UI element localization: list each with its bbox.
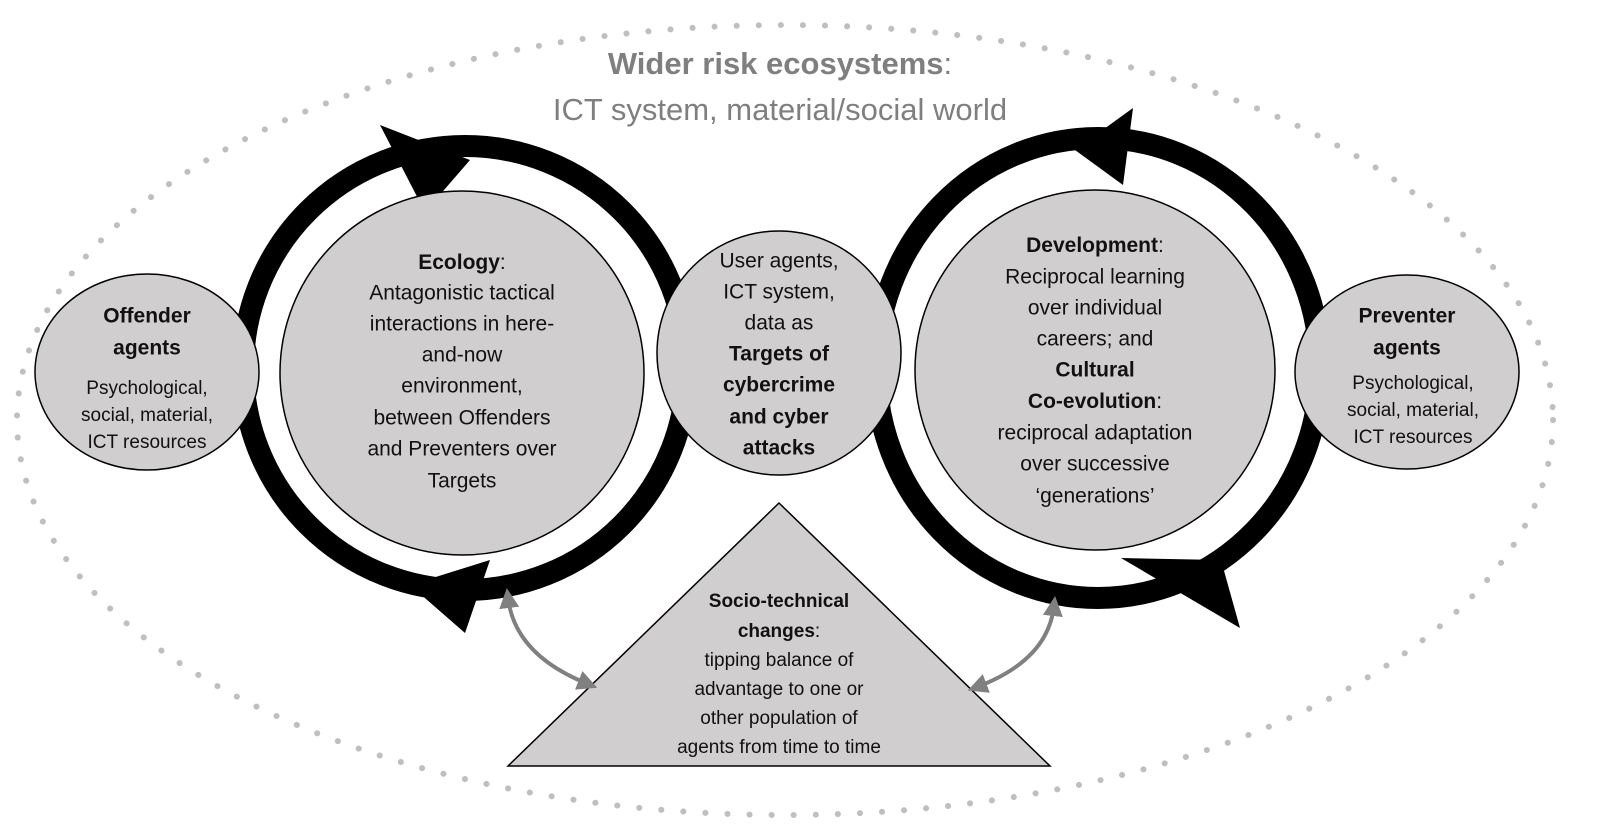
arrowhead-development-top	[1075, 108, 1133, 185]
offender-desc: ICT resources	[88, 432, 207, 453]
targets-desc: User agents,	[719, 250, 838, 273]
preventer-desc: ICT resources	[1354, 427, 1473, 448]
socio-desc: agents from time to time	[677, 737, 881, 758]
development-desc: Reciprocal learning	[1005, 266, 1185, 289]
arrowhead-ecology-top	[380, 125, 470, 212]
offender-title: agents	[113, 337, 181, 360]
offender-desc: Psychological,	[86, 378, 207, 399]
ecosystem-subtitle: ICT system, material/social world	[553, 92, 1007, 127]
socio-desc: other population of	[700, 708, 858, 729]
offender-agents-node	[34, 273, 260, 471]
wider-ecosystem-boundary	[14, 22, 1556, 818]
socio-desc: advantage to one or	[694, 679, 864, 700]
ecology-desc: Targets	[428, 470, 497, 493]
development-desc: careers; and	[1037, 328, 1154, 351]
coevolution-heading: Cultural	[1055, 359, 1134, 382]
targets-heading: cybercrime	[723, 374, 835, 397]
targets-heading: Targets of	[729, 343, 830, 366]
ecology-desc: between Offenders	[373, 407, 550, 430]
targets-heading: and cyber	[729, 406, 828, 429]
ecology-desc: interactions in here-	[370, 313, 554, 336]
arrowhead-development-bottom-shape	[1058, 555, 1122, 557]
targets-desc: ICT system,	[723, 281, 835, 304]
development-heading: Development:	[1026, 234, 1164, 257]
preventer-desc: Psychological,	[1352, 373, 1473, 394]
targets-heading: attacks	[743, 437, 815, 460]
arrowhead-development-return	[1121, 558, 1240, 628]
ecology-heading: Ecology:	[418, 251, 506, 274]
coevolution-desc: reciprocal adaptation	[998, 422, 1193, 445]
offender-title: Offender	[103, 305, 191, 328]
ecology-node	[279, 190, 645, 556]
ecology-desc: Antagonistic tactical	[369, 282, 555, 305]
ecology-desc: and-now	[422, 344, 503, 367]
ecosystem-title: Wider risk ecosystems:	[608, 46, 952, 81]
link-arrow-development-socio	[967, 596, 1063, 693]
arrowhead-ecology-bottom	[410, 560, 490, 633]
targets-desc: data as	[745, 312, 814, 335]
socio-desc: tipping balance of	[705, 650, 855, 671]
socio-technical-triangle	[506, 501, 1052, 767]
coevolution-desc: over successive	[1020, 453, 1169, 476]
ecology-desc: environment,	[401, 375, 522, 398]
preventer-desc: social, material,	[1347, 400, 1479, 421]
development-desc: over individual	[1028, 297, 1162, 320]
development-node	[914, 189, 1276, 551]
socio-heading: changes:	[738, 621, 820, 642]
preventer-title: agents	[1373, 337, 1441, 360]
link-arrow-ecology-socio	[499, 588, 598, 690]
socio-heading: Socio-technical	[709, 591, 849, 612]
targets-node	[656, 230, 902, 476]
coevolution-heading: Co-evolution:	[1028, 390, 1162, 413]
offender-desc: social, material,	[81, 405, 213, 426]
ecology-desc: and Preventers over	[367, 438, 556, 461]
preventer-title: Preventer	[1359, 305, 1456, 328]
coevolution-desc: ‘generations’	[1035, 485, 1154, 508]
preventer-agents-node	[1294, 274, 1520, 470]
